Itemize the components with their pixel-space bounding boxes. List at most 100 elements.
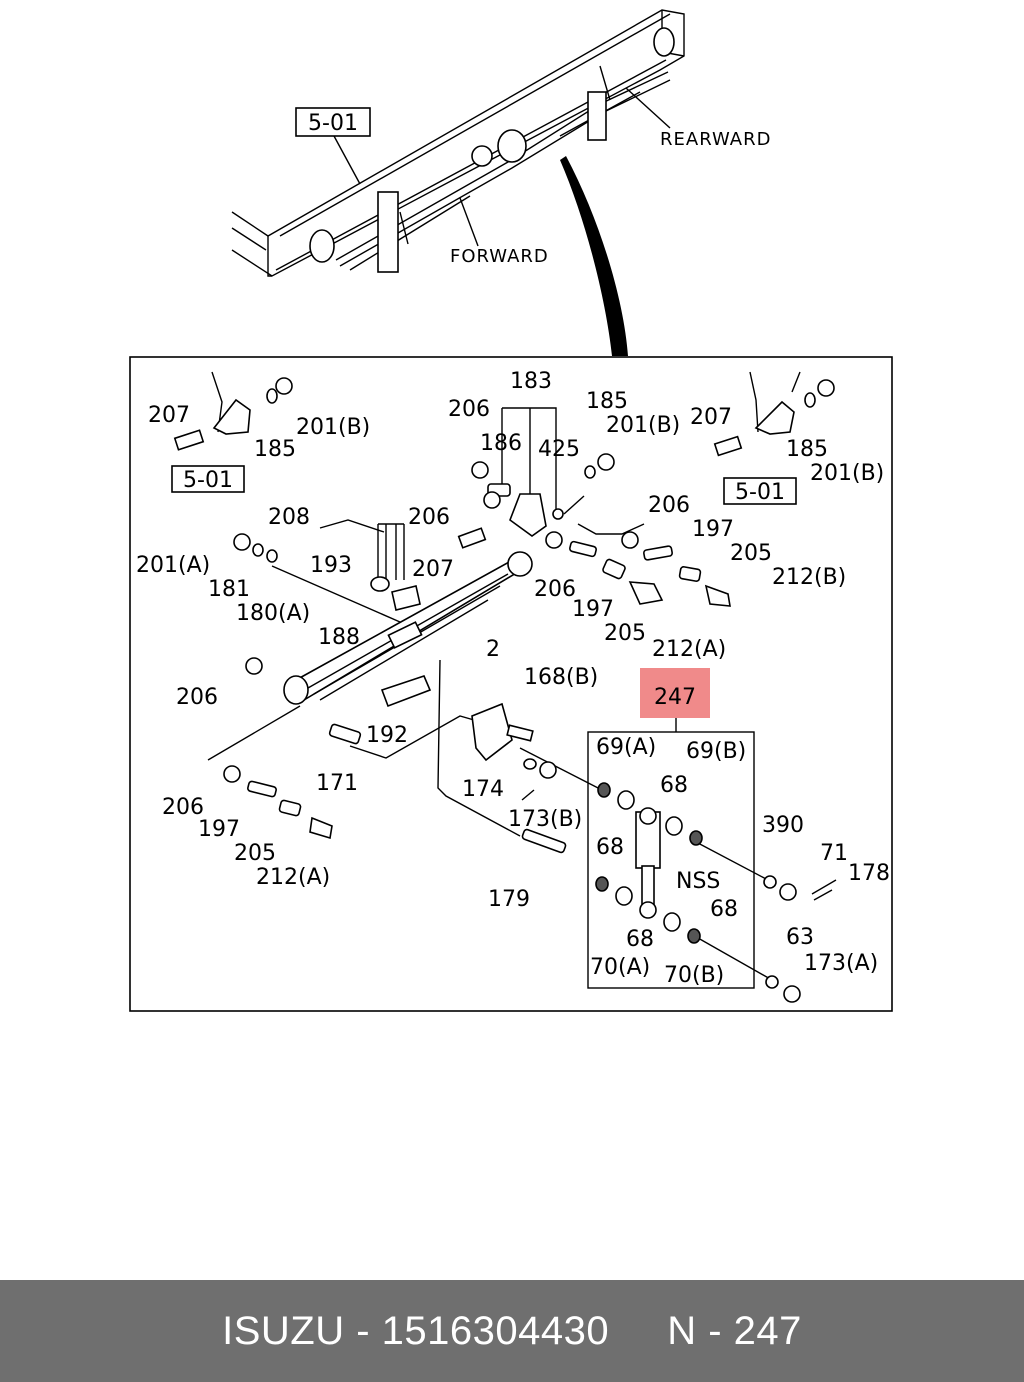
- label-69a: 69(A): [596, 735, 656, 760]
- washer-181-icon: [252, 543, 264, 557]
- label-206-e: 206: [176, 685, 218, 710]
- bolt-207-left-icon: [173, 429, 205, 451]
- label-188: 188: [318, 625, 360, 650]
- grease-fitting-212a-b-icon: [309, 816, 333, 840]
- label-208: 208: [268, 505, 310, 530]
- shock-absorber-front-icon: [377, 191, 399, 273]
- washer-185-left-icon: [266, 388, 278, 404]
- bush-206-top-icon: [471, 461, 489, 479]
- grease-fitting-212b-icon: [704, 584, 731, 607]
- washer-63-icon: [765, 975, 779, 989]
- washer-425-icon: [552, 508, 564, 520]
- label-197-a: 197: [692, 517, 734, 542]
- shock-absorber-rear-icon: [587, 91, 607, 141]
- bolt-205-c-icon: [278, 799, 302, 817]
- label-205-a: 205: [730, 541, 772, 566]
- label-186: 186: [480, 431, 522, 456]
- rear-hanger-bracket-icon: [653, 27, 675, 57]
- spring-eye-front-icon: [283, 675, 309, 705]
- ref-box-left-label: 5-01: [183, 468, 233, 493]
- label-193: 193: [310, 553, 352, 578]
- u-bolt-208-icon: [377, 523, 405, 580]
- pad-192-icon: [380, 675, 432, 708]
- label-207-right: 207: [690, 405, 732, 430]
- spring-seat-icon: [387, 621, 423, 649]
- label-185-left: 185: [254, 437, 296, 462]
- label-205-c: 205: [234, 841, 276, 866]
- nut-193-icon: [370, 576, 390, 592]
- label-425: 425: [538, 437, 580, 462]
- direction-rearward-label: REARWARD: [660, 129, 771, 150]
- washer-174-icon: [523, 758, 537, 770]
- spring-bracket-right-icon: [754, 400, 795, 435]
- bumper-188-icon: [391, 585, 421, 611]
- label-206-f: 206: [162, 795, 204, 820]
- washer-70b-icon: [687, 928, 701, 944]
- label-212a-b: 212(A): [256, 865, 330, 890]
- footer-bar: ISUZU - 1516304430 N - 247: [0, 1280, 1024, 1382]
- leader-lines: [207, 371, 801, 981]
- label-68-c: 68: [710, 897, 738, 922]
- spring-eye-icon: [497, 129, 527, 163]
- stud-179-icon: [521, 828, 567, 854]
- highlight-box: [640, 668, 710, 718]
- nss-label: NSS: [676, 869, 720, 894]
- part-labels: 207 185 201(B) 183 206 186 425 185 201(B…: [136, 369, 890, 988]
- bush-206-b-icon: [483, 491, 501, 509]
- label-197-c: 197: [198, 817, 240, 842]
- label-206-c: 206: [534, 577, 576, 602]
- bush-206-d-icon: [621, 531, 639, 549]
- label-173a: 173(A): [804, 951, 878, 976]
- nut-201b-left-icon: [275, 377, 293, 395]
- bolt-205-b-icon: [602, 558, 626, 580]
- bush-206-c-icon: [545, 531, 563, 549]
- bush-206-f-icon: [223, 765, 241, 783]
- chassis-frame-view: 5-01 FORWARD REARWARD: [231, 9, 771, 356]
- label-68-a: 68: [660, 773, 688, 798]
- footer-part-number: ISUZU - 1516304430 N - 247: [222, 1308, 802, 1353]
- bolt-171-icon: [328, 723, 362, 745]
- label-201b-mid: 201(B): [606, 413, 680, 438]
- label-181: 181: [208, 577, 250, 602]
- label-174: 174: [462, 777, 504, 802]
- bolt-205-a-icon: [678, 566, 702, 582]
- nut-173b-icon: [539, 761, 557, 779]
- washer-69b-icon: [689, 830, 703, 846]
- bush-206-e-icon: [245, 657, 263, 675]
- label-206-top: 206: [448, 397, 490, 422]
- label-178: 178: [848, 861, 890, 886]
- nut-173a-icon: [783, 985, 801, 1003]
- label-179: 179: [488, 887, 530, 912]
- washer-390-icon: [763, 875, 777, 889]
- label-206-b: 206: [408, 505, 450, 530]
- pin-197-c-icon: [247, 780, 277, 798]
- kit-box: [587, 731, 755, 989]
- label-185-right: 185: [786, 437, 828, 462]
- label-70b: 70(B): [664, 963, 724, 988]
- direction-forward-label: FORWARD: [450, 246, 549, 267]
- bracket-168b-icon: [471, 702, 513, 762]
- shackle-bracket-icon: [471, 145, 493, 167]
- ref-box-right-label: 5-01: [735, 480, 785, 505]
- label-68-b: 68: [596, 835, 624, 860]
- label-69b: 69(B): [686, 739, 746, 764]
- bolt-207-mid-icon: [457, 527, 487, 549]
- spring-eye-rear-icon: [507, 551, 533, 577]
- label-201b-right: 201(B): [810, 461, 884, 486]
- washer-69a-icon: [597, 782, 611, 798]
- bush-68-a-icon: [617, 790, 635, 810]
- label-206-d: 206: [648, 493, 690, 518]
- label-390: 390: [762, 813, 804, 838]
- ref-box-top-label: 5-01: [308, 111, 358, 136]
- washer-70a-icon: [595, 876, 609, 892]
- bush-68-d-icon: [663, 912, 681, 932]
- label-212b: 212(B): [772, 565, 846, 590]
- label-180a: 180(A): [236, 601, 310, 626]
- nut-201b-mid-icon: [597, 453, 615, 471]
- nut-201a-icon: [233, 533, 251, 551]
- label-185-mid: 185: [586, 389, 628, 414]
- washer-185-right-icon: [804, 392, 816, 408]
- washer-185-mid-icon: [584, 465, 596, 479]
- stud-168b-icon: [506, 724, 534, 742]
